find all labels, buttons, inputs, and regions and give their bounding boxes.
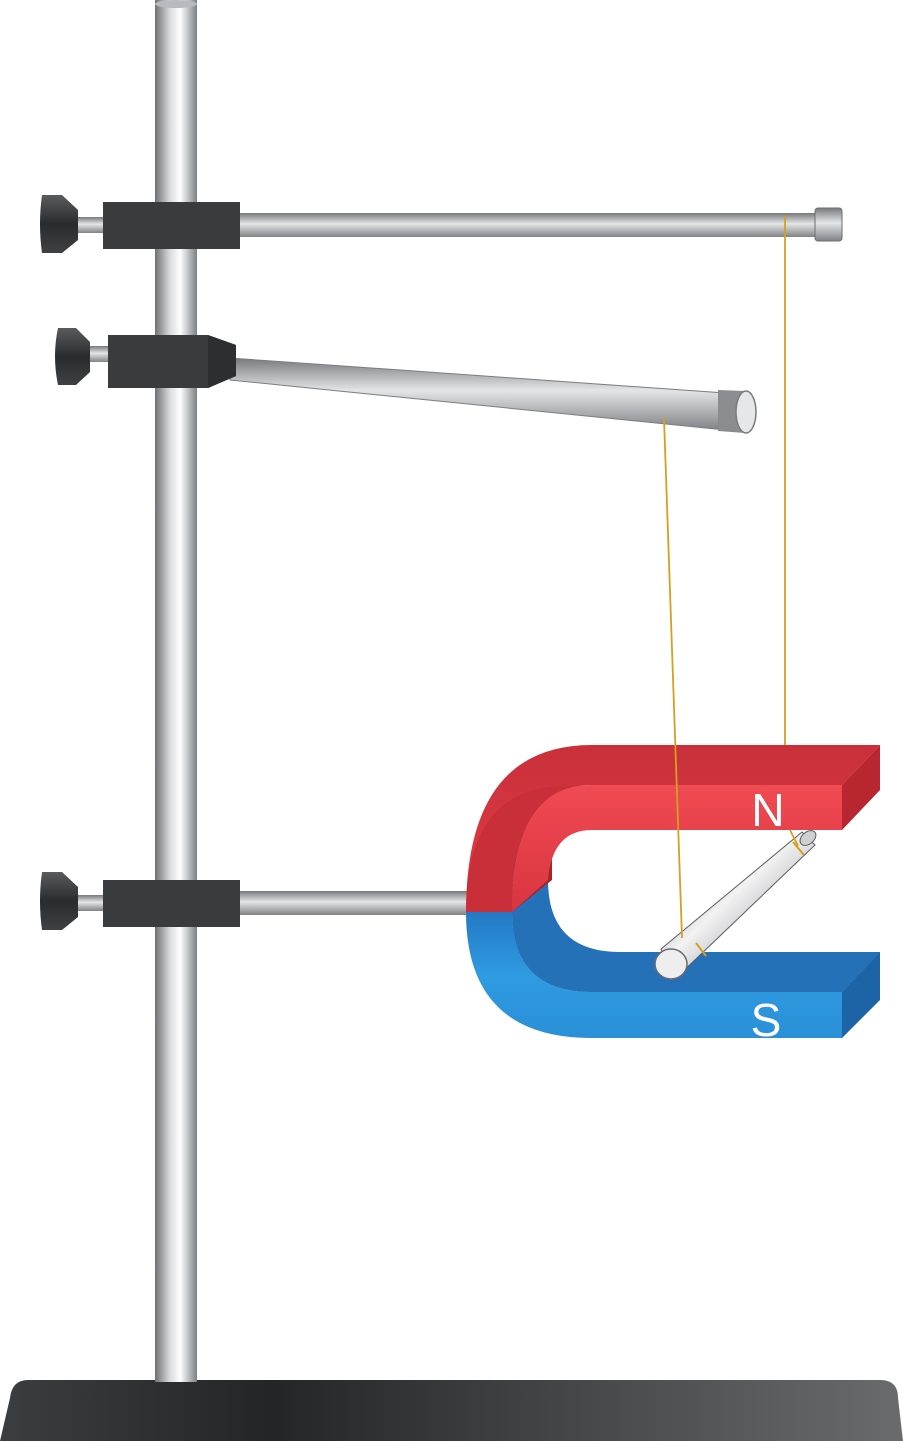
- lower-arm-rod: [238, 891, 470, 915]
- middle-clamp-block: [108, 335, 236, 388]
- thread-front: [663, 417, 683, 939]
- lower-knob: [40, 872, 78, 930]
- middle-knob: [55, 328, 90, 385]
- metal-rod-conductor: [654, 830, 817, 980]
- south-arm-inner: [512, 880, 880, 992]
- middle-arm-rod: [229, 357, 726, 431]
- top-arm-end-cap: [814, 207, 843, 242]
- thread-back-lower: [789, 829, 799, 847]
- north-end-face: [842, 745, 880, 830]
- north-arm-front: [466, 785, 842, 912]
- lower-clamp-block: [103, 880, 240, 927]
- south-end-face: [842, 952, 880, 1038]
- rod-end-face: [654, 948, 688, 980]
- horseshoe-magnet: N S: [466, 745, 880, 1046]
- stand-base: [0, 1380, 903, 1441]
- south-pole-label: S: [751, 994, 782, 1046]
- top-arm-rod: [238, 213, 820, 237]
- south-arm-front: [466, 912, 842, 1038]
- lower-clamp-assembly: [40, 872, 470, 930]
- lower-clamp-screw: [70, 895, 106, 911]
- middle-clamp-assembly: [55, 328, 757, 434]
- top-clamp-screw: [70, 217, 106, 233]
- top-clamp-assembly: [40, 195, 843, 253]
- top-clamp-block: [103, 202, 240, 249]
- top-knob: [40, 195, 78, 253]
- north-pole-label: N: [751, 784, 784, 836]
